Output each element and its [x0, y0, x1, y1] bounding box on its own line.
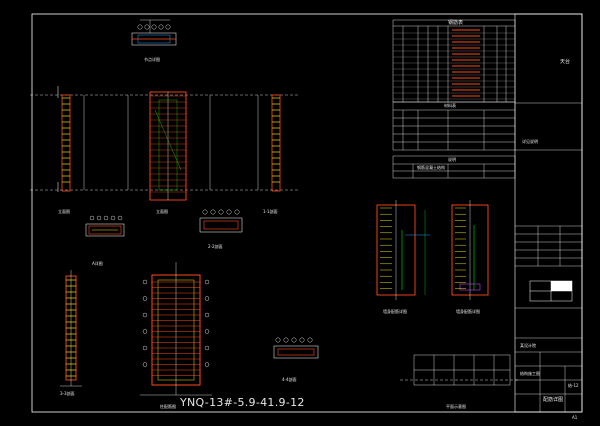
detail-a — [85, 223, 125, 237]
rebar-callout-circle — [142, 329, 148, 334]
lower-left-ticks — [66, 279, 76, 377]
label-elevation-left: 立面图 — [58, 209, 70, 214]
detail-a-circles — [89, 215, 123, 221]
sheet-border — [31, 13, 583, 413]
orientation-symbol — [529, 280, 573, 302]
rebar-callout-circle — [226, 209, 232, 215]
rebar-callout-circle — [218, 209, 224, 215]
table-main-title: 钢筋表 — [448, 20, 464, 26]
title-block-company: 某设计院 — [520, 343, 536, 348]
section-22-circles — [202, 209, 240, 215]
rebar-callout-circle — [204, 345, 210, 351]
note-table — [392, 155, 516, 179]
center-column-ticks — [150, 95, 186, 193]
rebar-callout-circle — [96, 215, 102, 221]
title-block-rows — [515, 102, 582, 412]
rebar-callout-circle — [144, 24, 150, 30]
rebar-callout-circle — [204, 312, 210, 318]
section-4-4 — [273, 345, 319, 359]
title-block-frame — [514, 13, 583, 413]
rebar-callout-circle — [291, 337, 297, 343]
title-block-sheet-name: 结构施工图 — [520, 371, 540, 376]
rebar-callout-circle — [103, 215, 109, 221]
rebar-callout-circle — [210, 209, 216, 215]
label-section-3-3: 3-3剖面 — [60, 391, 75, 396]
column-plan-bars — [142, 279, 210, 376]
rebar-callout-circle — [202, 209, 208, 215]
label-detail-a: A详图 — [92, 261, 103, 266]
wall-detail-left — [376, 200, 430, 300]
rebar-callout-circle — [110, 215, 116, 221]
rebar-callout-circle — [299, 337, 305, 343]
top-node-detail — [131, 19, 177, 46]
drawing-stamp-text: YNQ-13#-5.9-41.9-12 — [180, 396, 305, 409]
rebar-callout-circle — [137, 24, 143, 30]
title-block-project: 天台 — [560, 59, 571, 65]
wall-ticks — [380, 207, 466, 289]
label-section-1-1: 1-1剖面 — [263, 209, 278, 214]
rebar-callout-circle — [117, 215, 123, 221]
label-wall-detail-right: 墙身配筋详图 — [456, 309, 480, 314]
rebar-callout-circle — [142, 362, 148, 367]
rebar-callout-circle — [204, 329, 210, 334]
title-block-sheet-no: 结-12 — [568, 383, 579, 388]
rebar-callout-circle — [204, 296, 210, 301]
frame-elevation — [30, 86, 300, 192]
section-2-2 — [199, 217, 243, 233]
material-table — [392, 101, 516, 151]
rebar-callout-circle — [204, 279, 210, 285]
label-section-4-4: 4-4剖面 — [282, 377, 297, 382]
left-column-ticks — [62, 97, 280, 183]
wall-detail-right — [451, 200, 489, 300]
label-top-detail: 节点详图 — [144, 57, 160, 62]
rebar-callout-circle — [142, 296, 148, 301]
title-block-corner: A1 — [572, 415, 578, 420]
table-remark: 详见说明 — [522, 139, 538, 144]
label-wall-detail-left: 墙身配筋详图 — [383, 309, 407, 314]
table-note-row: 钢筋混凝土结构 — [417, 165, 445, 170]
label-column-plan: 柱配筋图 — [160, 404, 176, 409]
rebar-callout-circle — [89, 215, 95, 221]
rebar-callout-circle — [307, 337, 313, 343]
column-rebar-plan — [140, 262, 212, 396]
table-mid-title: 材料表 — [444, 103, 456, 108]
label-section-2-2: 2-2剖面 — [208, 244, 223, 249]
label-elevation-mid: 立面图 — [156, 209, 168, 214]
rebar-callout-circle — [158, 24, 164, 30]
rebar-callout-circle — [151, 24, 157, 30]
section-44-circles — [275, 337, 313, 343]
rebar-callout-circle — [234, 209, 240, 215]
top-node-circles — [137, 24, 171, 30]
label-key-plan: 平面示意图 — [446, 404, 466, 409]
rebar-callout-circle — [275, 337, 281, 343]
rebar-callout-circle — [142, 279, 148, 285]
rebar-callout-circle — [283, 337, 289, 343]
table-lower-title: 说明 — [448, 157, 456, 162]
title-block-drawing-name: 配筋详图 — [543, 397, 564, 403]
rebar-callout-circle — [142, 345, 148, 351]
rebar-callout-circle — [142, 312, 148, 318]
schedule-rows — [393, 29, 515, 100]
rebar-callout-circle — [204, 362, 210, 367]
rebar-callout-circle — [165, 24, 171, 30]
key-plan — [400, 354, 520, 386]
